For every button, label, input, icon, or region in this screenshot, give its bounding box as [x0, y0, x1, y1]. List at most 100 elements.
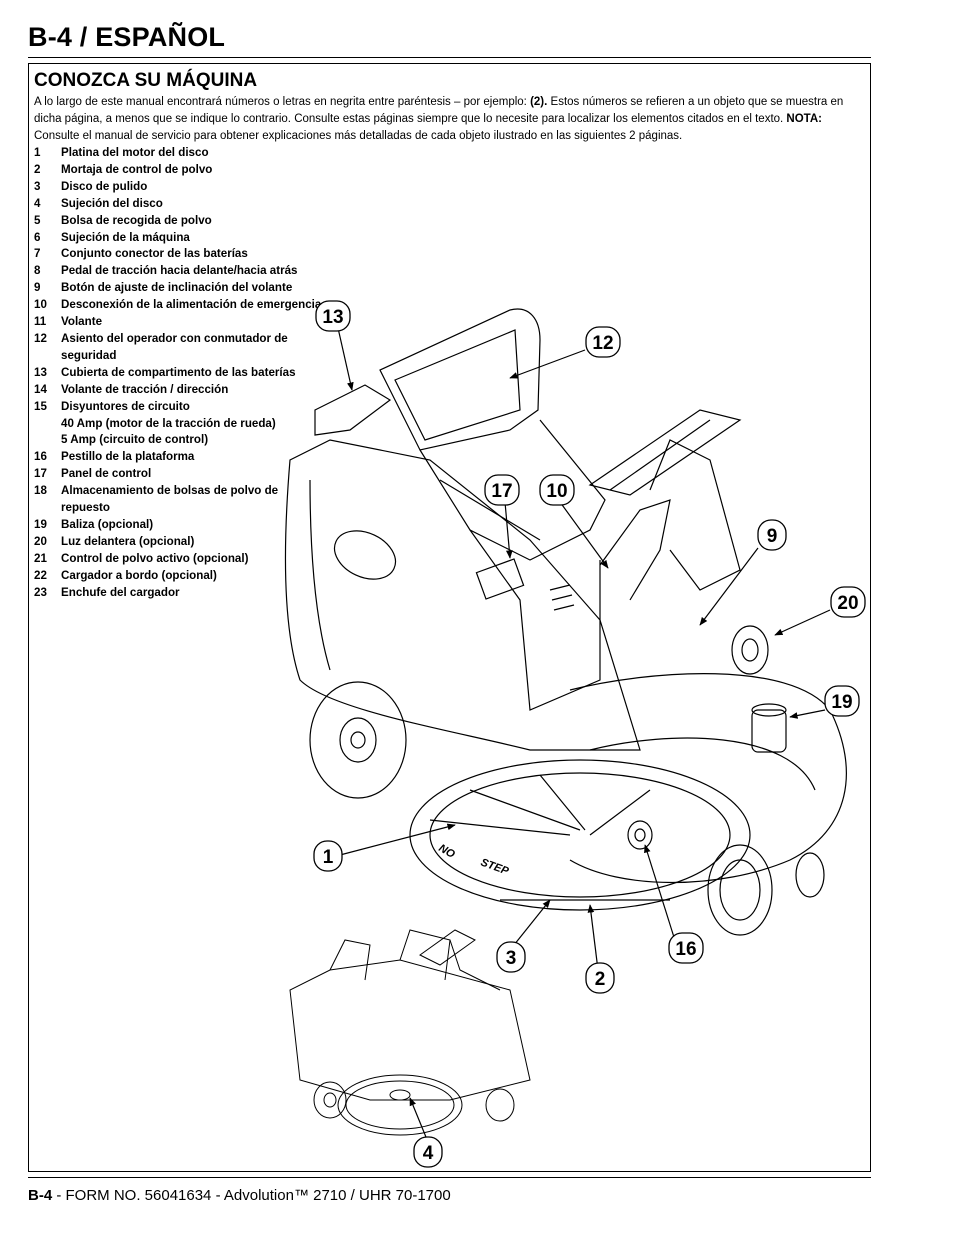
front-deck	[569, 673, 847, 884]
part-number: 12	[34, 331, 47, 345]
part-label: Panel de control	[61, 467, 152, 481]
callout-19: 19	[824, 685, 860, 717]
part-item: 16 Pestillo de la plataforma	[34, 449, 323, 466]
note-label: NOTA:	[786, 112, 822, 125]
pad-driver	[409, 759, 751, 911]
part-label: Botón de ajuste de inclinación del volan…	[61, 281, 293, 295]
intro-text-1: A lo largo de este manual encontrará núm…	[34, 96, 531, 108]
part-label: Disyuntores de circuito	[61, 399, 190, 413]
part-label: Sujeción del disco	[61, 196, 163, 210]
part-item: 18 Almacenamiento de bolsas de polvo de r…	[34, 483, 323, 517]
part-number: 11	[34, 315, 47, 329]
part-label: Cargador a bordo (opcional)	[61, 568, 217, 582]
steering-column	[649, 439, 741, 591]
rear-wheel	[309, 681, 407, 799]
part-number: 15	[34, 399, 47, 413]
part-label: Disco de pulido	[61, 179, 148, 193]
callout-number: 20	[837, 593, 858, 614]
part-label: Conjunto conector de las baterías	[61, 247, 248, 261]
machine-body	[284, 439, 641, 751]
callout-badge	[585, 962, 615, 994]
callout-number: 19	[831, 692, 852, 713]
deck-label-no: NO	[437, 842, 458, 861]
part-label: Bolsa de recogida de polvo	[61, 213, 212, 227]
callout-number: 17	[491, 481, 512, 502]
part-item: 5 Bolsa de recogida de polvo	[34, 213, 323, 230]
front-caster	[707, 844, 773, 936]
inset-machine-view	[289, 929, 531, 1136]
part-number: 14	[34, 382, 47, 396]
part-number: 5	[34, 213, 41, 227]
part-number: 13	[34, 365, 47, 379]
callout-number: 2	[595, 969, 606, 990]
callout-2: 2	[585, 962, 615, 994]
part-number: 21	[34, 551, 47, 565]
callout-12: 12	[585, 326, 621, 358]
beacon	[751, 709, 787, 753]
part-number: 19	[34, 517, 47, 531]
callout-10: 10	[539, 474, 575, 506]
part-label: 5 Amp (circuito de control)	[61, 433, 209, 447]
part-label: Control de polvo activo (opcional)	[61, 551, 249, 565]
operator-seat	[379, 308, 541, 451]
callout-badge	[313, 840, 343, 872]
footer-form: - FORM NO. 56041634 - Advolution™ 2710 /…	[52, 1187, 451, 1204]
callout-number: 4	[423, 1143, 434, 1164]
callout-number: 3	[506, 948, 517, 969]
part-number: 16	[34, 450, 47, 464]
section-title: CONOZCA SU MÁQUINA	[34, 70, 258, 91]
content-frame	[28, 63, 871, 1172]
part-number: 23	[34, 585, 47, 599]
part-number: 10	[34, 298, 47, 312]
part-item: 40 Amp (motor de la tracción de rueda)	[34, 416, 323, 433]
callout-9: 9	[757, 519, 787, 551]
title-divider	[28, 57, 871, 58]
part-item: 8 Pedal de tracción hacia delante/hacia a…	[34, 263, 323, 280]
part-number: 1	[34, 146, 41, 159]
part-number: 7	[34, 247, 41, 261]
part-number	[34, 432, 61, 449]
callout-number: 1	[323, 847, 334, 868]
part-label: Cubierta de compartimento de las batería…	[61, 365, 296, 379]
intro-text-2: Estos números se refieren a un objeto qu…	[34, 96, 844, 125]
callout-badge	[668, 932, 704, 964]
part-item: 6 Sujeción de la máquina	[34, 230, 323, 247]
callout-16: 16	[668, 932, 704, 964]
part-number: 3	[34, 179, 41, 193]
part-item: 13 Cubierta de compartimento de las bater…	[34, 365, 323, 382]
part-label: Mortaja de control de polvo	[61, 162, 213, 176]
part-item: 7 Conjunto conector de las baterías	[34, 246, 323, 263]
note-text: Consulte el manual de servicio para obte…	[34, 129, 683, 142]
part-label: Pedal de tracción hacia delante/hacia at…	[61, 264, 298, 278]
callout-number: 9	[767, 526, 778, 547]
callout-20: 20	[830, 586, 866, 618]
callout-badge	[585, 326, 621, 358]
footer-divider	[28, 1177, 871, 1178]
part-number: 8	[34, 264, 41, 278]
part-item: 5 Amp (circuito de control)	[34, 432, 323, 449]
part-number: 18	[34, 484, 47, 498]
callout-badge	[315, 300, 351, 332]
platform-latch	[627, 820, 653, 850]
part-number: 6	[34, 230, 41, 244]
part-label: Platina del motor del disco	[61, 146, 209, 159]
callout-badge	[539, 474, 575, 506]
callout-17: 17	[484, 474, 520, 506]
callout-badge	[484, 474, 520, 506]
part-label: Luz delantera (opcional)	[61, 534, 195, 548]
part-label: Pestillo de la plataforma	[61, 450, 195, 464]
part-label: 40 Amp (motor de la tracción de rueda)	[61, 416, 276, 430]
control-box	[469, 529, 601, 711]
part-label: Sujeción de la máquina	[61, 230, 190, 244]
part-number: 17	[34, 467, 47, 481]
part-label: Almacenamiento de bolsas de polvo de rep…	[61, 484, 279, 515]
